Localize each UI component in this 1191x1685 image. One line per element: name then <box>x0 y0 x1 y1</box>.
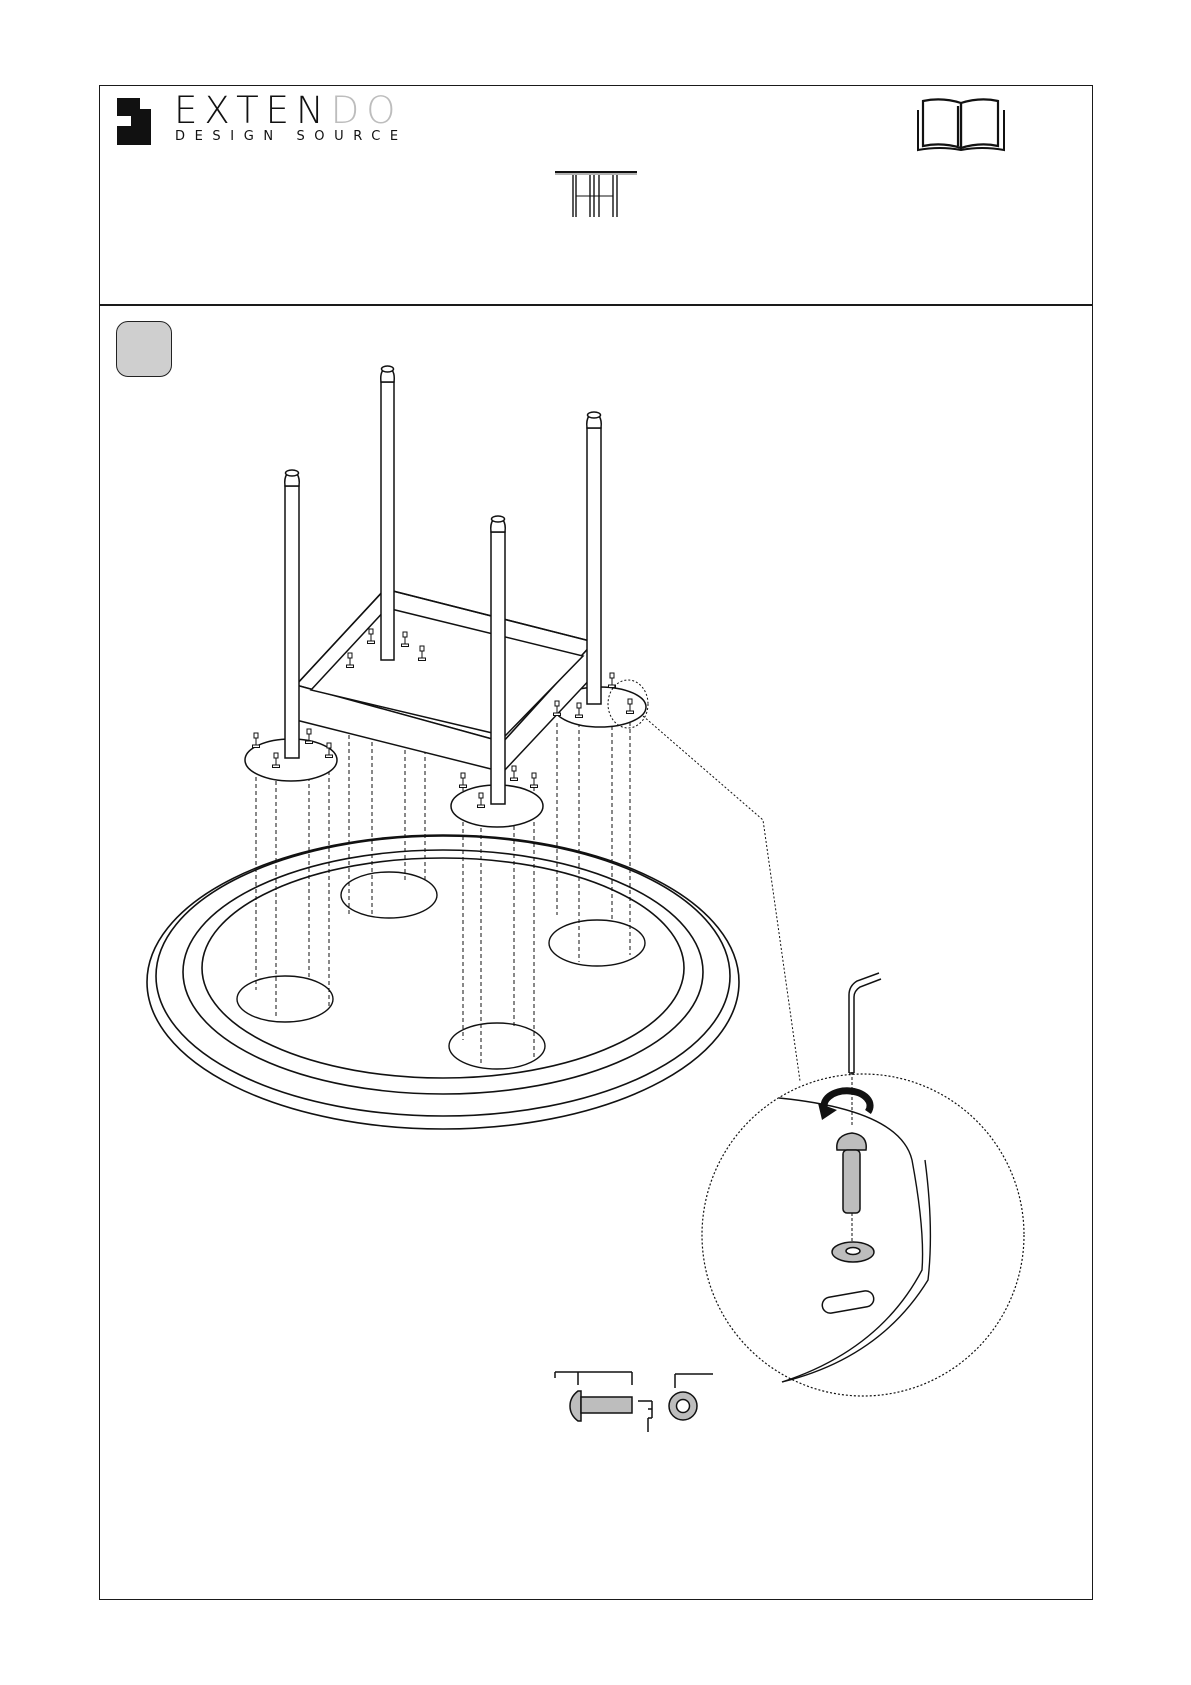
bolt-icon <box>555 1372 652 1432</box>
detail-leader-line <box>643 716 800 1081</box>
detail-view <box>702 1070 1024 1396</box>
hardware-parts <box>555 1372 713 1432</box>
table-side-view-icon <box>555 172 637 217</box>
washer-icon <box>669 1374 713 1420</box>
table-leg-left <box>285 470 300 758</box>
table-leg-back <box>381 366 395 660</box>
leg-recess-markers <box>237 872 645 1069</box>
table-apron-frame <box>296 589 594 772</box>
table-leg-front <box>491 516 506 804</box>
table-leg-right <box>587 412 602 704</box>
allen-key-icon <box>849 973 881 1073</box>
round-table-top <box>147 835 739 1129</box>
open-book-icon <box>918 99 1004 150</box>
detail-washer-icon <box>832 1242 874 1262</box>
